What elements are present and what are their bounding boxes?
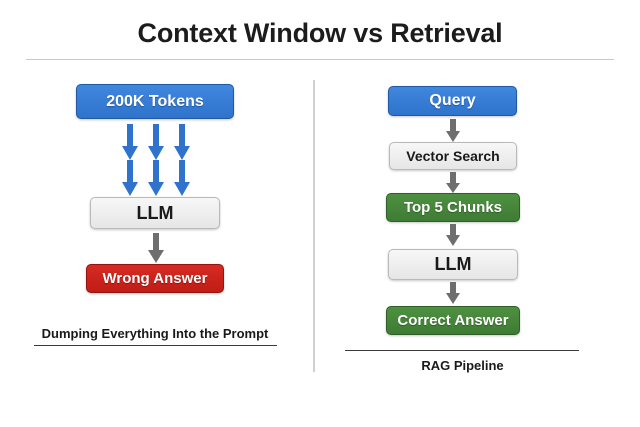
- node-query[interactable]: Query: [388, 86, 517, 116]
- right-panel-caption: RAG Pipeline: [421, 358, 504, 373]
- blue-arrow-col2-row2: [145, 160, 167, 196]
- gray-arrow-llm-to-wrong-answer: [145, 233, 167, 263]
- node-correct-answer[interactable]: Correct Answer: [386, 306, 520, 335]
- node-top-5-chunks[interactable]: Top 5 Chunks: [386, 193, 520, 222]
- node-llm-left[interactable]: LLM: [90, 197, 220, 229]
- page-title: Context Window vs Retrieval: [137, 18, 503, 48]
- node-llm-right[interactable]: LLM: [388, 249, 518, 280]
- node-wrong-answer[interactable]: Wrong Answer: [86, 264, 224, 293]
- blue-arrow-col3-row1: [171, 124, 193, 160]
- gray-arrow-llm-to-correct-answer: [443, 282, 463, 304]
- gray-arrow-chunks-to-llm: [443, 224, 463, 246]
- blue-arrow-col1-row1: [119, 124, 141, 160]
- blue-arrow-col3-row2: [171, 160, 193, 196]
- title-divider: [26, 59, 614, 60]
- blue-arrow-col1-row2: [119, 160, 141, 196]
- right-caption-overline: [345, 350, 579, 351]
- node-200k-tokens[interactable]: 200K Tokens: [76, 84, 234, 119]
- blue-arrow-col2-row1: [145, 124, 167, 160]
- panel-divider: [313, 80, 315, 372]
- left-caption-underline: [34, 345, 277, 346]
- gray-arrow-query-to-vector-search: [443, 119, 463, 142]
- node-vector-search[interactable]: Vector Search: [389, 142, 517, 170]
- left-panel-caption: Dumping Everything Into the Prompt: [41, 326, 269, 341]
- gray-arrow-vector-search-to-chunks: [443, 172, 463, 193]
